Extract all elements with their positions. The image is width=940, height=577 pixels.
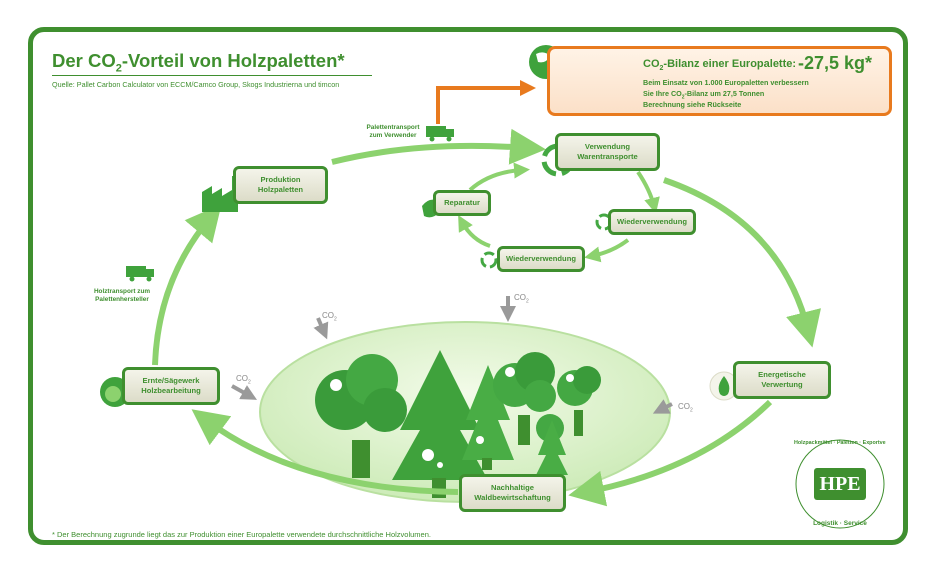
stage-wieder1-label: Wiederverwendung [617, 217, 687, 226]
stage-produktion-line2: Holzpaletten [257, 185, 304, 194]
stage-energie-line2: Verwertung [761, 380, 803, 389]
stage-energetische-verwertung: Energetische Verwertung [733, 361, 831, 399]
stage-wald-line2: Waldbewirtschaftung [474, 493, 551, 502]
co2-arrow-3 [231, 384, 257, 400]
stage-ernte-line2: Holzbearbeitung [141, 386, 201, 395]
arrow-reparatur-to-verwendung [468, 162, 530, 192]
footnote: * Der Berechnung zugrunde liegt das zur … [52, 530, 431, 539]
co2-label-4: CO2 [678, 402, 693, 414]
stage-reparatur-label: Reparatur [444, 198, 480, 207]
stage-verwendung-line2: Warentransporte [577, 152, 638, 161]
stage-energie-line1: Energetische [758, 370, 806, 379]
balance-line-2: Sie Ihre CO2-Bilanz um 27,5 Tonnen [643, 89, 765, 101]
arrow-verwendung-to-wieder1 [636, 170, 660, 214]
co2-label-1: CO2 [322, 311, 337, 323]
page-title: Der CO2-Vorteil von Holzpaletten* [52, 50, 345, 75]
co2-balance-box [547, 46, 892, 116]
stage-verwendung-line1: Verwendung [584, 142, 631, 151]
hpe-logo-ring-bottom: Logistik · Service [813, 520, 867, 527]
tree-round-1 [315, 354, 407, 478]
co2-arrow-4 [652, 399, 673, 414]
arrow-verwendung-to-energie [663, 177, 821, 348]
tree-round-2 [493, 352, 556, 445]
stage-wald-line1: Nachhaltige [490, 483, 535, 492]
tree-round-3 [557, 366, 601, 436]
truck-icon-paletten [426, 126, 454, 142]
stage-ernte-saegewerk: Ernte/Sägewerk Holzbearbeitung [122, 367, 220, 405]
balance-line-1: Beim Einsatz von 1.000 Europaletten verb… [643, 78, 809, 87]
label-palettentransport-line1: Palettentransport [366, 124, 420, 131]
label-palettentransport-line2: zum Verwender [369, 132, 417, 139]
tree-fir-3 [536, 420, 568, 475]
label-holztransport: Holztransport zum Palettenhersteller [82, 288, 162, 304]
stage-verwendung: Verwendung Warentransporte [555, 133, 660, 171]
stage-ernte-line1: Ernte/Sägewerk [142, 376, 200, 385]
balance-line-3: Berechnung siehe Rückseite [643, 100, 742, 109]
stage-waldbewirtschaftung: Nachhaltige Waldbewirtschaftung [459, 474, 566, 512]
arrow-to-balance [436, 80, 536, 124]
label-palettentransport: Palettentransport zum Verwender [358, 124, 428, 140]
stage-wiederverwendung-1: Wiederverwendung [608, 209, 696, 235]
co2-arrow-1 [313, 317, 329, 340]
hpe-logo-ring-top: Holzpackmittel · Paletten · Exportverpac… [794, 440, 886, 446]
label-holztransport-line1: Holztransport zum [93, 288, 151, 295]
balance-value: -27,5 kg* [798, 53, 873, 73]
fire-icon [709, 371, 739, 401]
stage-reparatur: Reparatur [433, 190, 491, 216]
title-underline [52, 75, 372, 76]
stage-produktion: Produktion Holzpaletten [233, 166, 328, 204]
balance-title: CO2-Bilanz einer Europalette: [643, 58, 797, 73]
source-note: Quelle: Pallet Carbon Calculator von ECC… [52, 80, 340, 89]
arrow-produktion-to-verwendung [331, 128, 546, 165]
forest-trees [315, 350, 601, 498]
arrow-wald-to-ernte [191, 409, 459, 495]
hpe-logo-letters: HPE [819, 473, 861, 495]
recycle-icon-wieder2 [480, 251, 498, 269]
factory-icon [202, 176, 238, 212]
truck-icon-holz [126, 266, 154, 282]
arrow-wieder1-to-wieder2 [584, 238, 630, 263]
stage-produktion-line1: Produktion [260, 175, 301, 184]
arrow-wieder2-to-reparatur [458, 215, 491, 248]
stage-wieder2-label: Wiederverwendung [506, 254, 576, 263]
co2-label-3: CO2 [236, 374, 251, 386]
co2-label-2: CO2 [514, 293, 529, 305]
stage-wiederverwendung-2: Wiederverwendung [497, 246, 585, 272]
arrow-ernte-to-produktion [152, 204, 222, 366]
label-holztransport-line2: Palettenhersteller [95, 296, 149, 303]
hpe-logo [795, 439, 885, 529]
arrow-energie-to-wald [568, 399, 773, 507]
tree-fir-2 [462, 365, 514, 470]
